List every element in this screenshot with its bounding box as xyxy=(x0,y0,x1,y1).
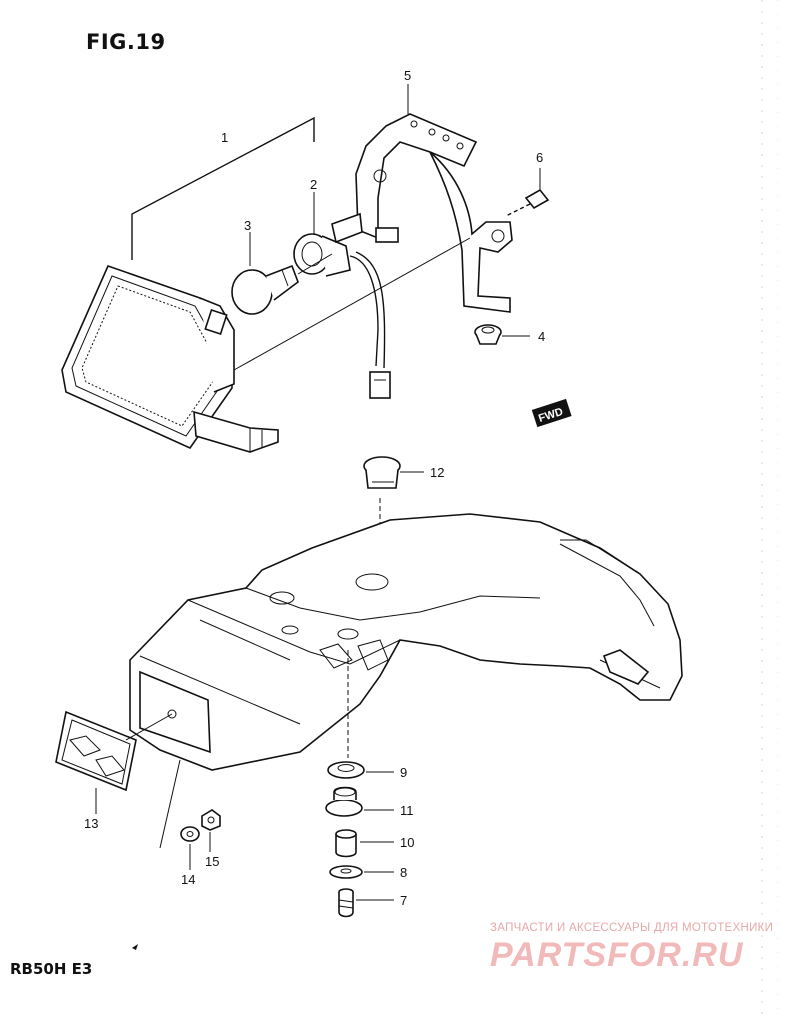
turn-signal-lamp xyxy=(61,265,279,453)
wire-connector xyxy=(369,371,391,399)
projection-line-14 xyxy=(159,759,181,849)
callout-5: 5 xyxy=(404,68,411,83)
projection-line-b xyxy=(297,253,333,275)
callout-13: 13 xyxy=(84,816,98,831)
watermark-logo: PARTSFOR.RU xyxy=(490,936,744,974)
callout-8: 8 xyxy=(400,865,407,880)
callout-15: 15 xyxy=(205,854,219,869)
callout-11: 11 xyxy=(400,803,414,818)
projection-line-a xyxy=(233,237,471,371)
callout-10: 10 xyxy=(400,835,414,850)
lamp-bracket xyxy=(331,113,513,313)
screw-6 xyxy=(505,188,550,217)
scan-mark xyxy=(132,944,138,950)
bolt-7 xyxy=(338,888,354,918)
model-code-label: RB50H E3 xyxy=(10,960,93,978)
callout-3: 3 xyxy=(244,218,251,233)
nut-15 xyxy=(201,809,221,831)
callout-4: 4 xyxy=(538,329,545,344)
projection-line-13 xyxy=(125,713,173,741)
forward-direction-badge: FWD xyxy=(531,398,572,428)
collar-10 xyxy=(335,829,357,858)
bushing-11 xyxy=(325,786,363,817)
watermark-tagline: ЗАПЧАСТИ И АКСЕССУАРЫ ДЛЯ МОТОТЕХНИКИ xyxy=(490,922,774,934)
leader-line-1 xyxy=(131,116,315,260)
scan-edge-noise xyxy=(761,0,779,1016)
plug-12 xyxy=(363,456,401,489)
washer-9 xyxy=(327,761,365,779)
callout-7: 7 xyxy=(400,893,407,908)
callout-1: 1 xyxy=(221,130,228,145)
callout-12: 12 xyxy=(430,465,444,480)
callout-9: 9 xyxy=(400,765,407,780)
rear-fender xyxy=(129,513,683,771)
callout-2: 2 xyxy=(310,177,317,192)
reflector-13 xyxy=(55,710,137,792)
bulb-socket xyxy=(293,233,386,369)
figure-title: FIG.19 xyxy=(86,30,166,54)
grommet-4 xyxy=(474,324,502,345)
bulb xyxy=(231,264,299,315)
washer-14 xyxy=(180,826,200,842)
callout-6: 6 xyxy=(536,150,543,165)
callout-14: 14 xyxy=(181,872,195,887)
washer-8 xyxy=(329,865,363,879)
